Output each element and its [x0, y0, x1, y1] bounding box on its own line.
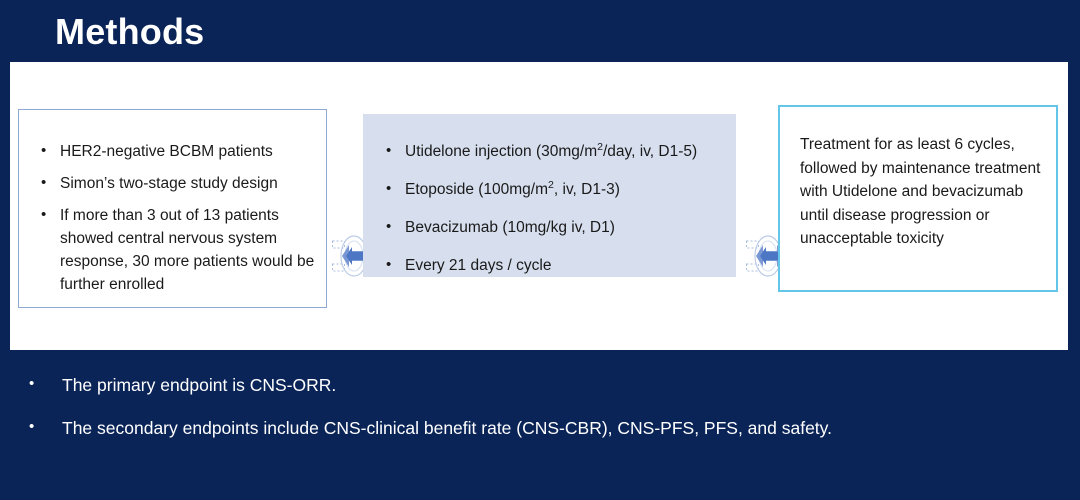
- page-title: Methods: [55, 11, 205, 52]
- regimen-text-prefix: Etoposide (100mg/m: [405, 181, 549, 198]
- regimen-text-suffix: , iv, D1-3): [553, 181, 620, 198]
- superscript: 2: [548, 178, 554, 191]
- regimen-box: Utidelone injection (30mg/m2/day, iv, D1…: [363, 114, 736, 277]
- regimen-text-prefix: Utidelone injection (30mg/m: [405, 143, 598, 160]
- list-item: HER2-negative BCBM patients: [39, 139, 317, 163]
- maintenance-box: Treatment for as least 6 cycles, followe…: [778, 105, 1058, 292]
- endpoints-list: The primary endpoint is CNS-ORR. The sec…: [0, 371, 1080, 458]
- list-item: Simon’s two-stage study design: [39, 171, 317, 195]
- content-panel: HER2-negative BCBM patients Simon’s two-…: [10, 62, 1068, 350]
- list-item: Utidelone injection (30mg/m2/day, iv, D1…: [384, 139, 729, 163]
- regimen-text-prefix: Bevacizumab (10mg/kg iv, D1): [405, 219, 615, 236]
- superscript: 2: [597, 140, 603, 153]
- eligibility-bullet-list: HER2-negative BCBM patients Simon’s two-…: [39, 139, 317, 296]
- list-item: The secondary endpoints include CNS-clin…: [0, 414, 1080, 441]
- regimen-text-prefix: Every 21 days / cycle: [405, 257, 552, 274]
- list-item: If more than 3 out of 13 patients showed…: [39, 203, 317, 296]
- list-item: Bevacizumab (10mg/kg iv, D1): [384, 215, 729, 239]
- list-item: Every 21 days / cycle: [384, 253, 729, 277]
- eligibility-box: HER2-negative BCBM patients Simon’s two-…: [18, 109, 327, 308]
- regimen-text-suffix: /day, iv, D1-5): [602, 143, 698, 160]
- list-item: The primary endpoint is CNS-ORR.: [0, 371, 1080, 398]
- regimen-bullet-list: Utidelone injection (30mg/m2/day, iv, D1…: [384, 139, 729, 292]
- maintenance-text: Treatment for as least 6 cycles, followe…: [800, 136, 1041, 247]
- list-item: Etoposide (100mg/m2, iv, D1-3): [384, 177, 729, 201]
